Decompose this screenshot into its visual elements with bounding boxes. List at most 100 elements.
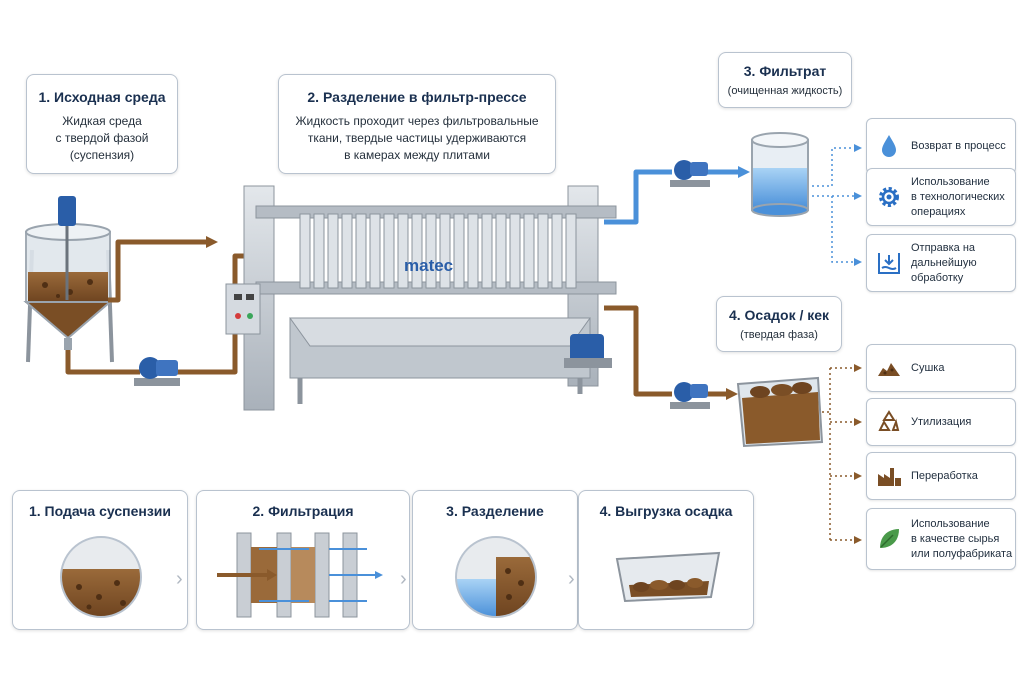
filtrate-use-label: Отправка на	[911, 241, 976, 254]
arrow-head-2	[854, 192, 862, 200]
stage-discharge: 4. Выгрузка осадка	[578, 490, 754, 630]
filter-plate	[369, 213, 381, 289]
filter-plate	[551, 213, 563, 289]
slurry-circle-icon	[60, 536, 142, 618]
cake-use-label: Сушка	[911, 361, 945, 374]
stage-title: 4. Выгрузка осадка	[599, 503, 733, 519]
filtrate-pipe	[604, 169, 740, 225]
card-source-line: Жидкая среда	[62, 114, 142, 128]
cake-use-label: Утилизация	[911, 415, 972, 428]
stage-title: 1. Подача суспензии	[28, 503, 171, 519]
pile-icon	[878, 363, 900, 376]
filter-plate	[565, 213, 577, 289]
chevron-right-icon: ›	[400, 568, 407, 590]
arrow-head-5	[854, 418, 862, 426]
stage-filtration: 2. Фильтрация	[196, 490, 410, 630]
filtrate-use-label: операциях	[911, 205, 966, 218]
arrow-head-7	[854, 536, 862, 544]
filtration-plates-icon	[217, 532, 383, 618]
stage-title: 3. Разделение	[446, 503, 544, 519]
filtrate-use-treatment: Отправка на дальнейшую обработку	[866, 234, 1016, 292]
card-source-line: (суспензия)	[69, 148, 135, 162]
filter-plate	[397, 213, 409, 289]
chevron-right-icon: ›	[568, 568, 575, 590]
filter-plate	[439, 213, 451, 289]
filter-plate	[523, 213, 535, 289]
filter-plates	[299, 213, 577, 289]
leaf-icon	[880, 529, 899, 548]
filter-plate	[453, 213, 465, 289]
cake-use-label: в качестве сырья	[911, 532, 1000, 545]
card-cake: 4. Осадок / кек (твердая фаза)	[716, 296, 842, 352]
brand-logo: matec	[404, 256, 454, 275]
filter-plate	[537, 213, 549, 289]
filtrate-pump	[670, 160, 710, 187]
cake-use-raw-material: Использование в качестве сырья или полуф…	[866, 508, 1016, 570]
cake-pump	[670, 382, 710, 409]
treatment-tank-icon	[878, 253, 900, 274]
filter-plate	[467, 213, 479, 289]
filtrate-use-technology: Использование в технологических операция…	[866, 168, 1016, 226]
arrow-head-3	[854, 258, 862, 266]
cake-arrow-head	[726, 388, 738, 400]
filtrate-use-label: обработку	[911, 271, 964, 284]
chevron-right-icon: ›	[176, 568, 183, 590]
slurry-arrow-head	[206, 236, 218, 248]
stage-feed: 1. Подача суспензии	[12, 490, 188, 630]
filter-plate	[411, 213, 423, 289]
filter-plate	[425, 213, 437, 289]
card-separation-title: 2. Разделение в фильтр-прессе	[307, 89, 527, 105]
filter-plate	[341, 213, 353, 289]
card-separation-line: ткани, твердые частицы удерживаются	[307, 131, 527, 145]
factory-icon	[878, 468, 901, 486]
filter-press	[225, 185, 617, 411]
filter-plate	[355, 213, 367, 289]
gear-icon	[879, 187, 899, 207]
slurry-tank	[23, 196, 114, 363]
filtrate-use-label: в технологических	[911, 190, 1005, 203]
recycle-icon	[878, 410, 900, 431]
filtrate-connectors	[812, 147, 856, 263]
filtrate-use-label: дальнейшую	[911, 256, 977, 269]
arrow-head-1	[854, 144, 862, 152]
filtrate-use-label: Использование	[911, 175, 990, 188]
filtrate-tank	[751, 132, 809, 217]
filtrate-arrow-head	[738, 166, 750, 178]
filter-plate	[383, 213, 395, 289]
cake-use-disposal: Утилизация	[866, 398, 1016, 446]
separation-circle-icon	[455, 536, 537, 618]
filtrate-use-return: Возврат в процесс	[866, 118, 1016, 174]
cake-use-label: или полуфабриката	[911, 547, 1013, 560]
filter-plate	[495, 213, 507, 289]
filter-plate	[313, 213, 325, 289]
cake-use-label: Использование	[911, 517, 990, 530]
cake-connectors	[822, 367, 856, 541]
card-source-title: 1. Исходная среда	[38, 89, 166, 105]
cake-tray-icon	[615, 551, 721, 603]
card-cake-subtitle: (твердая фаза)	[740, 329, 818, 341]
card-filtrate-subtitle: (очищенная жидкость)	[727, 85, 843, 97]
feed-pump	[134, 357, 180, 386]
filter-plate	[299, 213, 311, 289]
cake-bin	[736, 376, 824, 448]
filter-plate	[327, 213, 339, 289]
filter-plate	[481, 213, 493, 289]
cake-use-processing: Переработка	[866, 452, 1016, 500]
filter-plate	[509, 213, 521, 289]
cake-use-label: Переработка	[911, 469, 978, 482]
card-separation-line: в камерах между плитами	[344, 148, 490, 162]
card-source-line: с твердой фазой	[55, 131, 149, 145]
card-source: 1. Исходная среда Жидкая среда с твердой…	[26, 74, 178, 174]
card-filtrate: 3. Фильтрат (очищенная жидкость)	[718, 52, 852, 108]
card-separation: 2. Разделение в фильтр-прессе Жидкость п…	[278, 74, 556, 174]
filtrate-use-label: Возврат в процесс	[911, 139, 1006, 152]
card-filtrate-title: 3. Фильтрат	[743, 63, 827, 79]
arrow-head-6	[854, 472, 862, 480]
water-drop-icon	[882, 135, 896, 157]
stage-separation: 3. Разделение	[412, 490, 578, 630]
cake-use-drying: Сушка	[866, 344, 1016, 392]
arrow-head-4	[854, 364, 862, 372]
cake-pipe	[604, 305, 728, 397]
stage-title: 2. Фильтрация	[252, 503, 354, 519]
